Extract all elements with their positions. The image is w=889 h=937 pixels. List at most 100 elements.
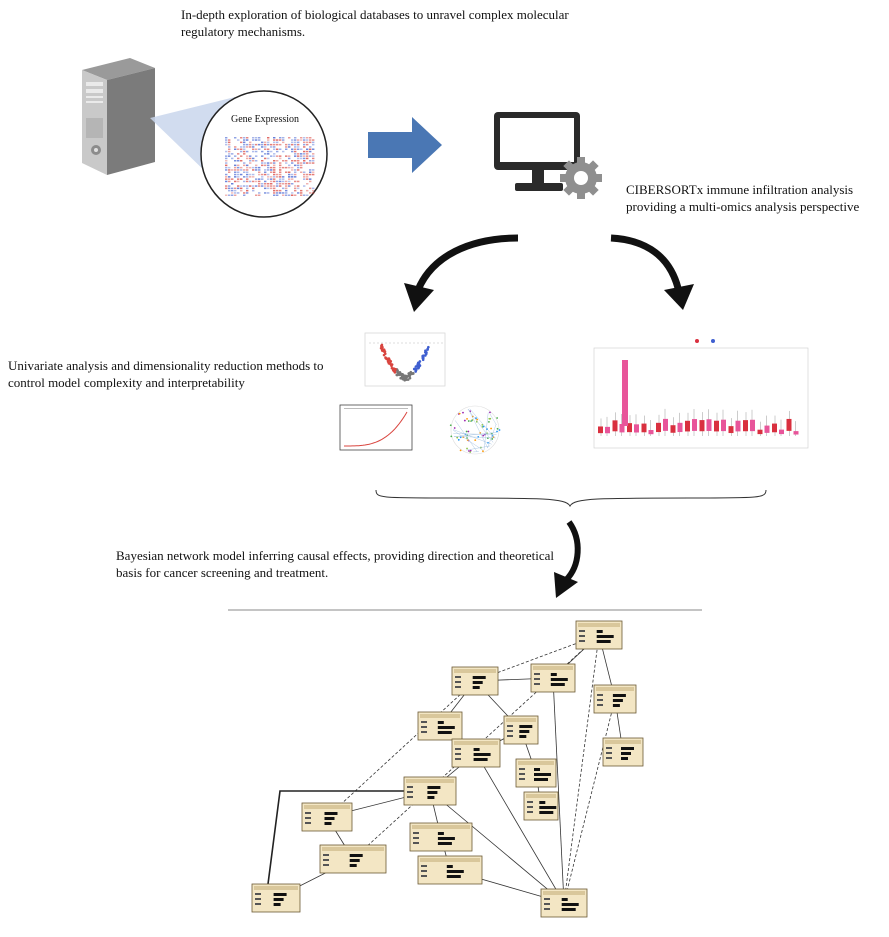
heatmap-cell bbox=[225, 194, 228, 196]
heatmap-cell bbox=[240, 173, 243, 176]
network-node bbox=[451, 738, 501, 768]
heatmap-cell bbox=[273, 171, 276, 173]
heatmap-cell bbox=[234, 160, 237, 162]
heatmap-cell bbox=[291, 176, 294, 178]
heatmap-cell bbox=[270, 187, 273, 190]
heatmap-cell bbox=[246, 150, 249, 153]
heatmap-cell bbox=[228, 139, 231, 141]
cluster-link bbox=[453, 436, 496, 439]
heatmap-cell bbox=[249, 166, 252, 169]
heatmap-cell bbox=[273, 173, 276, 176]
heatmap-cell bbox=[273, 187, 276, 190]
monitor-gear-icon bbox=[494, 112, 602, 199]
box-group-a bbox=[786, 418, 792, 431]
heatmap-cell bbox=[252, 157, 255, 160]
heatmap-cell bbox=[312, 157, 315, 160]
heatmap-cell bbox=[249, 185, 252, 187]
heatmap-cell bbox=[267, 183, 270, 185]
heatmap-cell bbox=[237, 169, 240, 171]
cluster-point bbox=[490, 427, 492, 430]
curved-arrow-down bbox=[554, 520, 581, 598]
heatmap-cell bbox=[270, 171, 273, 173]
heatmap-cell bbox=[309, 139, 312, 141]
cluster-point bbox=[496, 427, 499, 430]
heatmap-cell bbox=[276, 189, 279, 192]
heatmap-cell bbox=[261, 173, 264, 176]
heatmap-cell bbox=[252, 185, 255, 187]
heatmap-cell bbox=[312, 189, 315, 192]
heatmap-cell bbox=[237, 185, 240, 187]
heatmap-cell bbox=[225, 141, 228, 144]
heatmap-cell bbox=[276, 141, 279, 144]
network-node bbox=[575, 620, 623, 650]
heatmap-cell bbox=[276, 192, 279, 194]
heatmap-cell bbox=[285, 155, 288, 157]
node-bar bbox=[612, 704, 620, 707]
heatmap-cell bbox=[288, 157, 291, 160]
heatmap-cell bbox=[249, 173, 252, 176]
heatmap-cell bbox=[297, 166, 300, 169]
node-bar bbox=[550, 683, 565, 686]
heatmap-cell bbox=[246, 171, 249, 173]
node-bar bbox=[349, 854, 363, 857]
heatmap-cell bbox=[279, 173, 282, 176]
heatmap-cell bbox=[246, 146, 249, 148]
heatmap-cell bbox=[243, 139, 246, 141]
box-group-b bbox=[764, 425, 770, 433]
heatmap-cell bbox=[312, 160, 315, 162]
volcano-point bbox=[381, 349, 384, 352]
heatmap-cell bbox=[291, 178, 294, 180]
heatmap-cell bbox=[234, 192, 237, 194]
cluster-point bbox=[465, 430, 468, 433]
node-bar bbox=[561, 908, 576, 911]
heatmap-cell bbox=[291, 169, 294, 171]
heatmap-cell bbox=[273, 160, 276, 162]
network-node bbox=[523, 791, 559, 821]
node-text bbox=[455, 676, 461, 678]
node-text bbox=[579, 640, 585, 642]
heatmap-cell bbox=[258, 173, 261, 176]
volcano-point bbox=[394, 367, 397, 371]
heatmap-cell bbox=[291, 148, 294, 150]
heatmap-cell bbox=[306, 157, 309, 160]
heatmap-cell bbox=[291, 166, 294, 169]
immune-boxplot bbox=[593, 339, 809, 449]
volcano-point bbox=[384, 356, 387, 359]
heatmap-cell bbox=[258, 169, 261, 171]
heatmap-cell bbox=[291, 162, 294, 164]
heatmap-cell bbox=[297, 187, 300, 190]
heatmap-cell bbox=[303, 153, 306, 155]
curved-arrow-right bbox=[610, 234, 694, 310]
heatmap-cell bbox=[279, 180, 282, 183]
heatmap-cell bbox=[276, 173, 279, 176]
heatmap-cell bbox=[267, 162, 270, 164]
box-group-a bbox=[641, 423, 647, 433]
heatmap-cell bbox=[267, 192, 270, 194]
heatmap-cell bbox=[261, 176, 264, 178]
heatmap-cell bbox=[294, 146, 297, 148]
heatmap-cell bbox=[234, 166, 237, 169]
heatmap-cell bbox=[252, 143, 255, 146]
heatmap-cell bbox=[234, 189, 237, 192]
heatmap-cell bbox=[225, 162, 228, 164]
heatmap-cell bbox=[282, 194, 285, 196]
heatmap-cell bbox=[276, 180, 279, 183]
heatmap-cell bbox=[279, 164, 282, 167]
heatmap-cell bbox=[258, 143, 261, 146]
heatmap-cell bbox=[252, 189, 255, 192]
node-header bbox=[543, 891, 585, 895]
heatmap-cell bbox=[246, 137, 249, 139]
heatmap-cell bbox=[258, 137, 261, 139]
node-text bbox=[255, 893, 261, 895]
heatmap-cell bbox=[303, 157, 306, 160]
network-node bbox=[409, 822, 473, 852]
network-node bbox=[593, 684, 637, 714]
cluster-link bbox=[469, 408, 496, 439]
heatmap-cell bbox=[273, 146, 276, 148]
heatmap-cell bbox=[312, 139, 315, 141]
heatmap-cell bbox=[312, 187, 315, 190]
heatmap-cell bbox=[279, 137, 282, 139]
volcano-point bbox=[399, 376, 402, 380]
volcano-point bbox=[406, 378, 410, 381]
heatmap-cell bbox=[249, 157, 252, 160]
